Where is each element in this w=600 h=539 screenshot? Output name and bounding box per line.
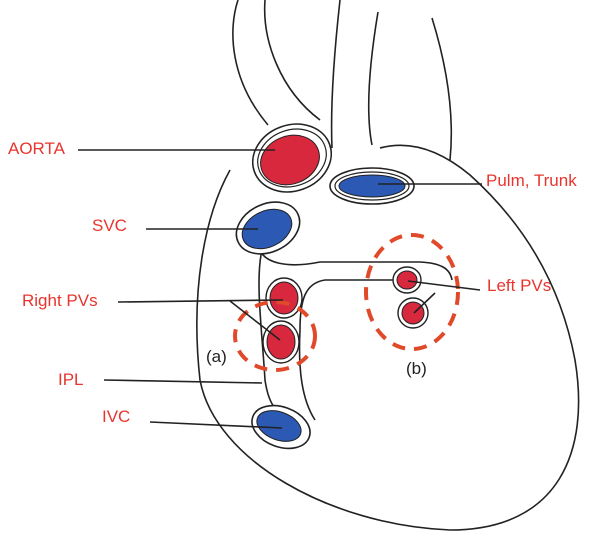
left-pv-upper (397, 271, 417, 289)
label-region-b: (b) (406, 360, 427, 377)
label-ivc: IVC (102, 408, 130, 425)
ipl-leader (104, 380, 262, 383)
label-ipl: IPL (58, 371, 84, 388)
label-right-pvs: Right PVs (22, 292, 98, 309)
left-pv-lower (402, 302, 424, 324)
aorta-wall-left (233, 0, 268, 125)
label-region-a: (a) (206, 348, 227, 365)
pulm-trunk-lumen (339, 175, 405, 197)
atrium-outline-upper (258, 245, 452, 280)
pulm-wall-right (369, 12, 378, 145)
label-svc: SVC (92, 217, 127, 234)
pulm-wall-left (332, 0, 340, 148)
label-aorta: AORTA (8, 140, 65, 157)
right-top-line (432, 18, 451, 160)
right-pv-lower (267, 325, 295, 359)
atrium-inner-line (300, 280, 400, 330)
label-left-pvs: Left PVs (487, 277, 551, 294)
aorta-wall-right (265, 0, 320, 120)
label-pulm-trunk: Pulm, Trunk (486, 172, 577, 189)
right-pv-upper (270, 282, 298, 314)
right-pvs-leader-upper (118, 300, 283, 302)
